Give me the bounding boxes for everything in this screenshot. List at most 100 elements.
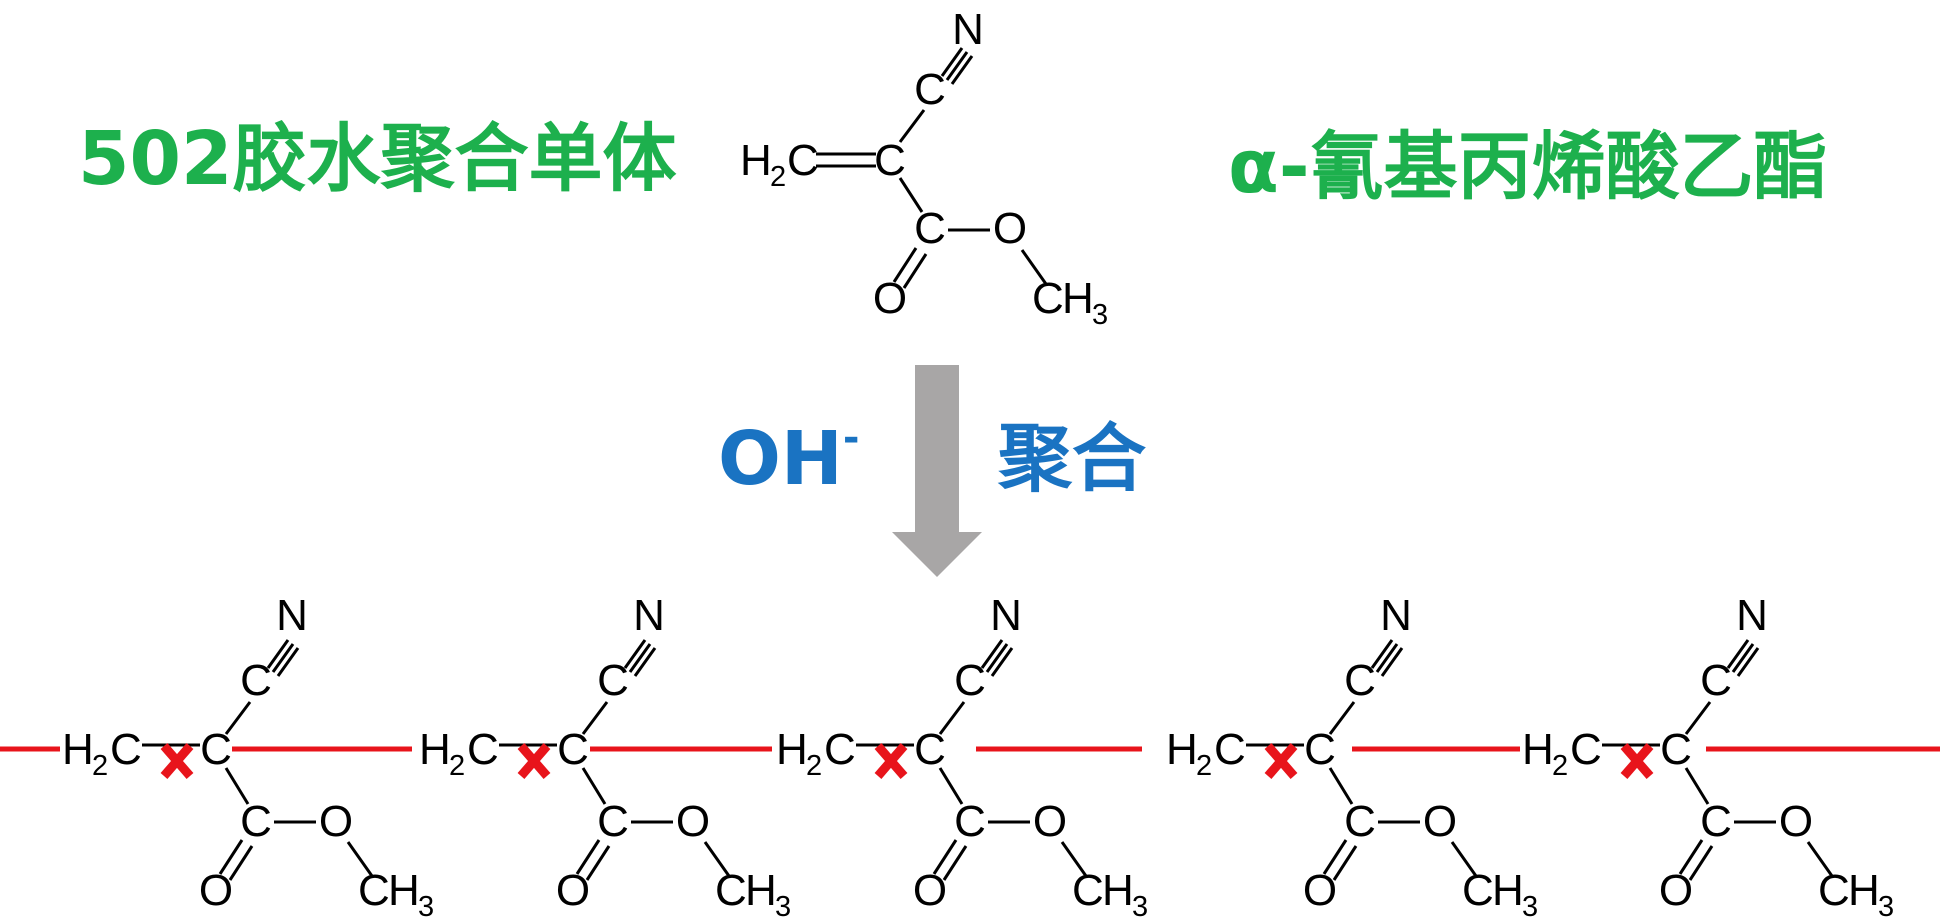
atom-h: H bbox=[776, 725, 808, 774]
atom-h-methyl: H bbox=[745, 866, 777, 915]
bond-line bbox=[623, 639, 647, 669]
bond-line bbox=[218, 839, 244, 875]
down-arrow-icon bbox=[892, 365, 982, 577]
atom-o-ester: O bbox=[1779, 797, 1813, 846]
bond-line bbox=[266, 639, 290, 669]
bond-line bbox=[271, 643, 295, 673]
atom-o-carbonyl: O bbox=[1303, 866, 1337, 915]
monomer-bonds bbox=[816, 47, 1048, 289]
atom-h: H bbox=[419, 725, 451, 774]
polymerization-label: 聚合 bbox=[998, 416, 1146, 502]
atom-h: H bbox=[62, 725, 94, 774]
atom-c-alpha: C bbox=[874, 136, 906, 185]
bond-line bbox=[1450, 841, 1478, 877]
subscript-2: 2 bbox=[1196, 750, 1212, 782]
bond-line bbox=[581, 767, 607, 805]
subscript-2: 2 bbox=[1552, 750, 1568, 782]
cross-icon bbox=[874, 743, 908, 779]
atom-o-ester: O bbox=[993, 204, 1027, 253]
atom-h-methyl: H bbox=[1492, 866, 1524, 915]
catalyst-text: OH bbox=[718, 416, 843, 502]
subscript-3: 3 bbox=[1092, 299, 1108, 331]
atom-n: N bbox=[1736, 591, 1768, 640]
bond-line bbox=[1328, 767, 1354, 805]
atom-c-nitrile: C bbox=[240, 656, 272, 705]
atom-c-methyl: C bbox=[715, 866, 747, 915]
bond-line bbox=[224, 767, 250, 805]
bond-line bbox=[1688, 845, 1714, 881]
bond-line bbox=[1806, 841, 1834, 877]
atom-c-methyl: C bbox=[1462, 866, 1494, 915]
bond-line bbox=[990, 647, 1014, 677]
atom-h-methyl: H bbox=[388, 866, 420, 915]
atom-c-nitrile: C bbox=[1344, 656, 1376, 705]
atom-c-methyl: C bbox=[1072, 866, 1104, 915]
subscript-2: 2 bbox=[770, 161, 786, 193]
cross-icon bbox=[517, 743, 551, 779]
atom-n: N bbox=[1380, 591, 1412, 640]
subscript-3: 3 bbox=[418, 891, 434, 920]
atom-o-carbonyl: O bbox=[873, 274, 907, 323]
atom-h: H bbox=[1522, 725, 1554, 774]
bond-line bbox=[581, 701, 609, 735]
atom-o-carbonyl: O bbox=[1659, 866, 1693, 915]
subscript-3: 3 bbox=[775, 891, 791, 920]
atom-c-carbonyl: C bbox=[597, 797, 629, 846]
atom-o-carbonyl: O bbox=[199, 866, 233, 915]
bond-line bbox=[1731, 643, 1755, 673]
subscript-2: 2 bbox=[806, 750, 822, 782]
atom-h: H bbox=[1166, 725, 1198, 774]
subscript-3: 3 bbox=[1132, 891, 1148, 920]
atom-n: N bbox=[633, 591, 665, 640]
bond-line bbox=[160, 743, 194, 779]
bond-line bbox=[224, 701, 252, 735]
bond-line bbox=[1736, 647, 1760, 677]
atom-c-ch2: C bbox=[824, 725, 856, 774]
bond-line bbox=[703, 841, 731, 877]
bond-line bbox=[985, 643, 1009, 673]
bond-line bbox=[1328, 701, 1356, 735]
atom-o-ester: O bbox=[1033, 797, 1067, 846]
atom-c-nitrile: C bbox=[597, 656, 629, 705]
atom-c-nitrile: C bbox=[914, 65, 946, 114]
bond-line bbox=[628, 643, 652, 673]
bond-line bbox=[942, 845, 968, 881]
atom-c-methyl: C bbox=[1818, 866, 1850, 915]
bond-line bbox=[276, 647, 300, 677]
bond-line bbox=[1060, 841, 1088, 877]
bond-line bbox=[938, 767, 964, 805]
cross-icon bbox=[1264, 743, 1298, 779]
bond-line bbox=[517, 743, 551, 779]
bond-line bbox=[575, 839, 601, 875]
atom-o-ester: O bbox=[676, 797, 710, 846]
atom-c-carbonyl: C bbox=[240, 797, 272, 846]
subscript-2: 2 bbox=[449, 750, 465, 782]
atom-h-methyl: H bbox=[1062, 274, 1094, 323]
atom-o-ester: O bbox=[319, 797, 353, 846]
atom-c-ch2: C bbox=[110, 725, 142, 774]
title-right: α-氰基丙烯酸乙酯 bbox=[1228, 124, 1828, 210]
atom-n: N bbox=[952, 5, 984, 54]
catalyst-label: OH- bbox=[718, 418, 859, 496]
bond-line bbox=[228, 845, 254, 881]
bond-line bbox=[633, 647, 657, 677]
atom-c-nitrile: C bbox=[1700, 656, 1732, 705]
atom-o-carbonyl: O bbox=[556, 866, 590, 915]
bond-line bbox=[1380, 647, 1404, 677]
bond-line bbox=[1726, 639, 1750, 669]
bond-line bbox=[1684, 701, 1712, 735]
subscript-3: 3 bbox=[1522, 891, 1538, 920]
catalyst-charge: - bbox=[842, 415, 860, 461]
bond-line bbox=[346, 841, 374, 877]
atom-c-methyl: C bbox=[1032, 274, 1064, 323]
atom-c-carbonyl: C bbox=[954, 797, 986, 846]
atom-o-ester: O bbox=[1423, 797, 1457, 846]
atom-c-carbonyl: C bbox=[1700, 797, 1732, 846]
bond-line bbox=[980, 639, 1004, 669]
